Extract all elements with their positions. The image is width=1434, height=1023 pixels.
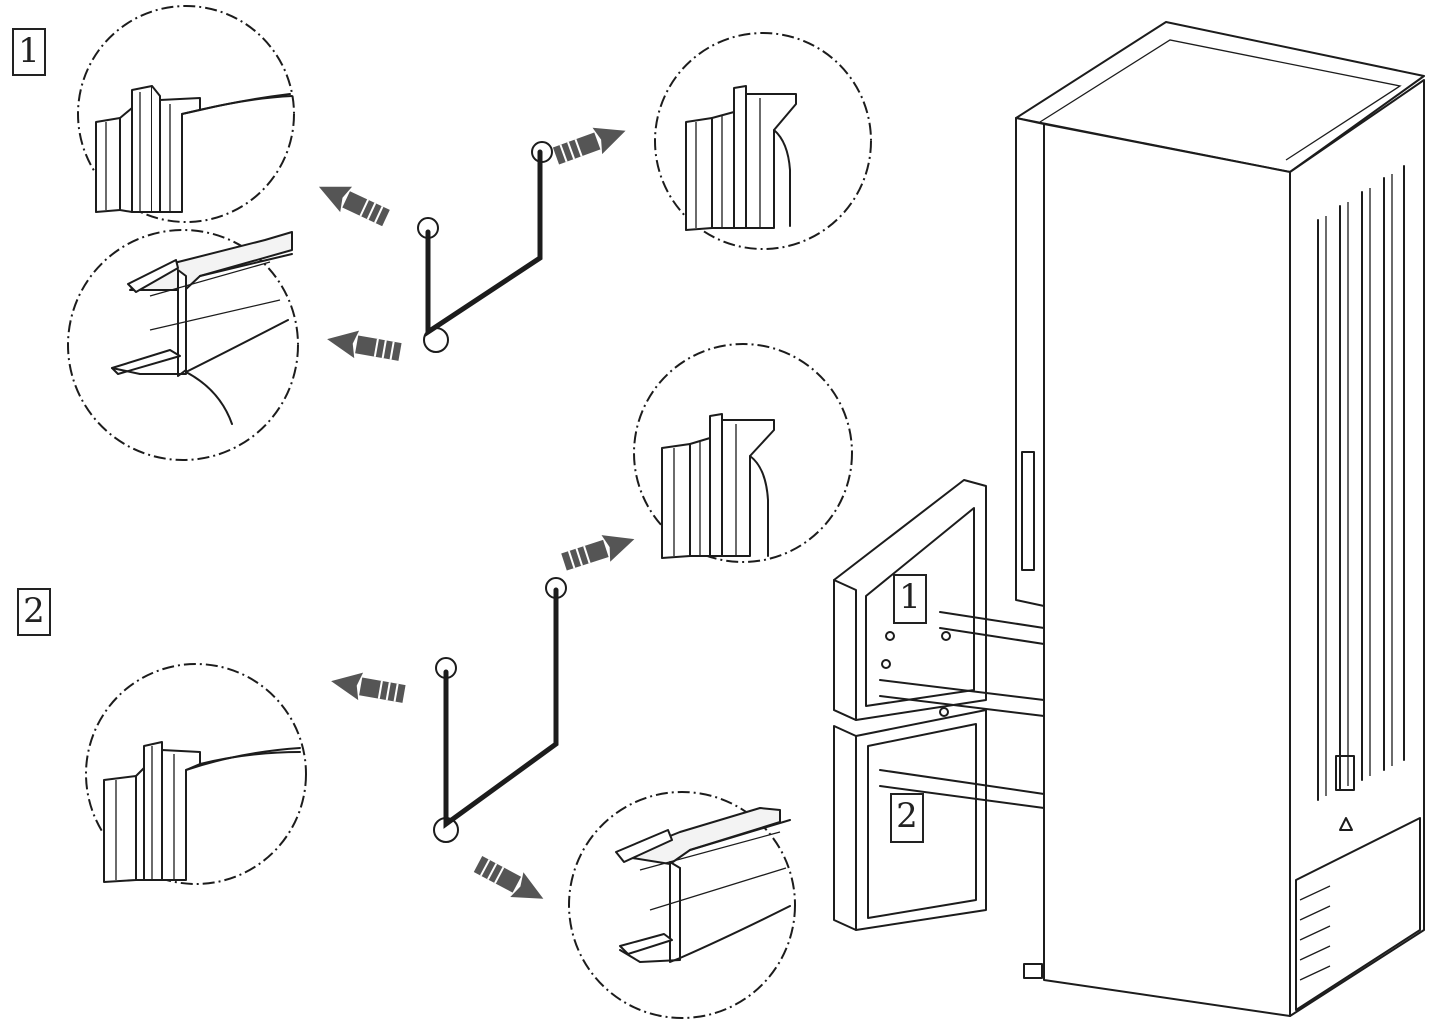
detail-circle-step2-bottom-right bbox=[568, 791, 796, 1019]
step-1-label: 1 bbox=[12, 28, 46, 76]
upper-door-label: 1 bbox=[893, 574, 927, 624]
refrigerator bbox=[833, 21, 1425, 1017]
detail-circle-step1-right bbox=[654, 32, 872, 250]
gasket-frame-step2 bbox=[433, 577, 567, 843]
hatched-arrow-icon bbox=[313, 174, 390, 227]
hatched-arrow-icon bbox=[561, 525, 639, 571]
step-2-label: 2 bbox=[17, 588, 51, 636]
detail-circle-step2-left bbox=[85, 663, 307, 885]
hatched-arrow-icon bbox=[473, 856, 550, 912]
lower-door-label: 2 bbox=[890, 793, 924, 843]
hatched-arrow-icon bbox=[324, 325, 402, 361]
gasket-frame-step1 bbox=[417, 141, 553, 353]
detail-circle-step2-top-right bbox=[633, 343, 853, 563]
hatched-arrow-icon bbox=[328, 667, 406, 703]
detail-circle-step1-bottom-left bbox=[67, 229, 299, 461]
hatched-arrow-icon bbox=[552, 117, 631, 165]
detail-circle-step1-top-left bbox=[77, 5, 295, 223]
